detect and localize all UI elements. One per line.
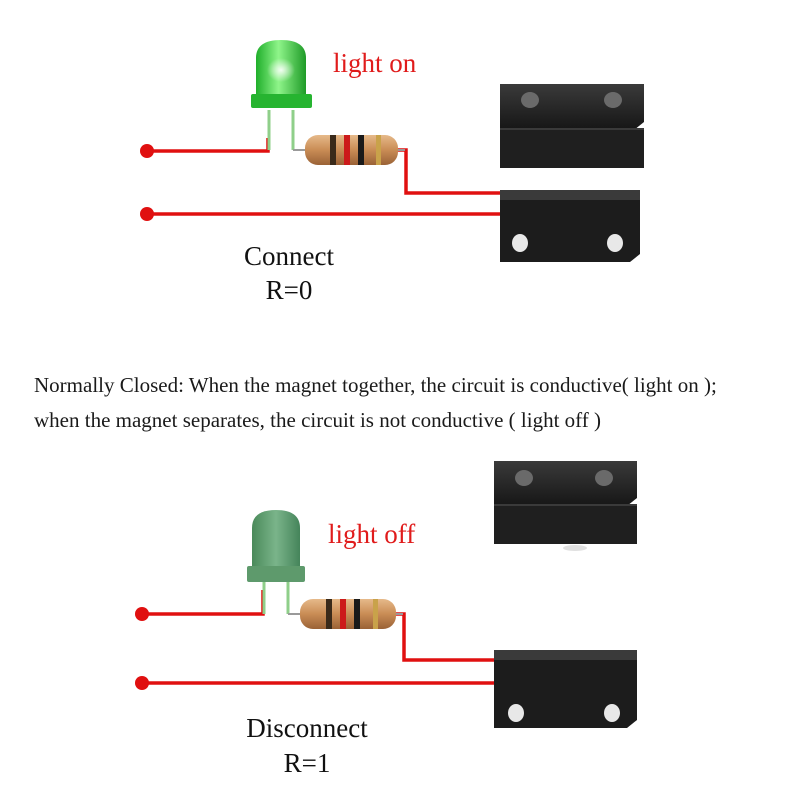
bottom-circuit: light off Disconnect R=1 [135,461,637,778]
top-circuit: light on Connect R=0 [140,40,644,305]
bottom-resistor [296,599,403,629]
bottom-reed-switch [494,650,637,728]
description-line-2: when the magnet separates, the circuit i… [34,408,602,432]
bottom-wire-upper [142,590,265,616]
top-state-label: Connect [244,241,334,271]
top-led-on [251,40,312,151]
top-wire-resistor-to-switch [398,148,500,195]
top-reed-switch [500,190,640,262]
top-wire-upper [147,138,270,153]
top-resistance-label: R=0 [266,275,313,305]
top-terminal-lower [140,207,154,221]
bottom-wire-resistor-to-switch [396,612,494,662]
bottom-light-label: light off [328,519,415,549]
top-terminal-upper [140,144,154,158]
bottom-resistance-label: R=1 [284,748,331,778]
bottom-terminal-lower [135,676,149,690]
bottom-state-label: Disconnect [246,713,368,743]
bottom-terminal-upper [135,607,149,621]
description-line-1: Normally Closed: When the magnet togethe… [34,373,717,397]
bottom-led-off [247,510,305,615]
top-magnet [500,84,644,168]
top-light-label: light on [333,48,417,78]
bottom-magnet [494,461,637,551]
top-resistor [300,135,405,165]
